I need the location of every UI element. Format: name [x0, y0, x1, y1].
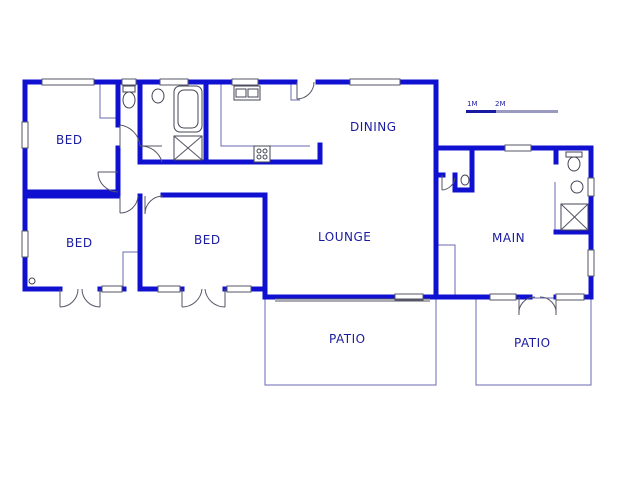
door-bed3: [144, 195, 164, 215]
room-label-patio-left: PATIO: [329, 332, 366, 346]
window-main-right: [587, 249, 595, 277]
scale-mark-1m: 1M: [467, 100, 478, 108]
scale-bar: [466, 110, 558, 113]
wardrobe-line-bed2: [122, 251, 140, 287]
door-main-french: [518, 296, 557, 316]
room-label-dining: DINING: [350, 120, 397, 134]
window-bath-top: [159, 78, 189, 86]
bed2-basin: [28, 277, 36, 285]
window-kitchen-top: [231, 78, 259, 86]
wardrobe-line-main: [436, 244, 456, 296]
fixtures: [28, 85, 589, 285]
scale-bar-light: [496, 110, 558, 113]
wardrobe-line-bed1: [99, 82, 118, 119]
window-bed2-bottom: [101, 285, 123, 293]
walls: [22, 79, 594, 300]
room-label-bed-1: BED: [56, 133, 83, 147]
room-label-lounge: LOUNGE: [318, 230, 372, 244]
window-main-bottom-left: [489, 293, 517, 301]
kitchen-sink-bowl-2: [247, 88, 259, 98]
door-bed1: [119, 124, 141, 148]
shower-bath-cross-2: [173, 135, 203, 161]
door-kitchen: [296, 81, 315, 100]
stove-plate-3: [256, 154, 262, 160]
bathtub-inner: [177, 89, 199, 129]
window-wc-top: [121, 78, 137, 86]
built-in-lines: [99, 82, 556, 296]
patio-right-outline: [475, 297, 592, 386]
scale-bar-dark: [466, 110, 496, 113]
stove: [253, 145, 271, 163]
ensuite-shower-cross-2: [560, 203, 589, 231]
stove-plate-2: [262, 148, 268, 154]
wc-cistern: [122, 85, 136, 93]
window-main-top: [504, 144, 532, 152]
window-dining-top: [349, 78, 401, 86]
kitchen-counter-end: [290, 82, 300, 101]
window-bed1-left: [21, 121, 29, 149]
window-bed2-left: [21, 230, 29, 258]
stove-plate-1: [256, 148, 262, 154]
wall-kitchen-bottom: [137, 142, 323, 165]
window-bed3-bottom-right: [226, 285, 252, 293]
ensuite-basin: [570, 180, 584, 194]
room-label-bed-3: BED: [194, 233, 221, 247]
door-main: [441, 175, 456, 191]
room-label-bed-2: BED: [66, 236, 93, 250]
door-swings: [59, 81, 557, 316]
door-bed3-french: [181, 288, 226, 308]
door-corridor-a: [97, 171, 119, 193]
room-label-patio-right: PATIO: [514, 336, 551, 350]
wall-bed-divider: [137, 210, 185, 292]
wall-left-lower: [22, 193, 63, 292]
window-lounge-bottom: [394, 293, 424, 301]
stove-plate-4: [262, 154, 268, 160]
door-bed2-french: [59, 288, 101, 308]
wc-bowl: [122, 91, 136, 109]
door-bathroom: [139, 145, 163, 163]
window-ensuite-right: [587, 177, 595, 197]
window-main-bottom-right: [555, 293, 585, 301]
kitchen-counter: [220, 82, 310, 147]
wall-lounge-bottom: [262, 286, 439, 300]
windows: [21, 78, 595, 302]
door-bed2: [119, 195, 139, 214]
main-basin: [460, 174, 470, 186]
room-label-main: MAIN: [492, 231, 526, 245]
wall-main-left: [433, 145, 493, 300]
window-bed1-top: [41, 78, 95, 86]
wall-main-cupboard: [452, 145, 475, 193]
kitchen-sink-bowl-1: [235, 88, 247, 98]
wall-left-upper: [22, 79, 121, 195]
window-bed3-bottom-left: [157, 285, 181, 293]
basin-bathroom: [151, 88, 165, 104]
ensuite-wc-bowl: [567, 156, 581, 172]
scale-mark-2m: 2M: [495, 100, 506, 108]
ensuite-wc-cistern: [565, 151, 583, 158]
